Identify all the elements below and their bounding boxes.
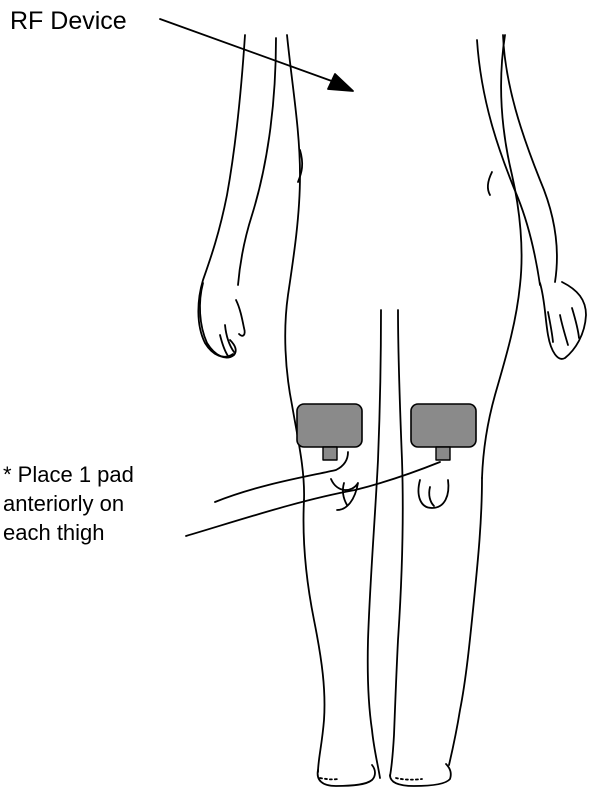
rf-device-arrow xyxy=(160,19,353,91)
feet xyxy=(318,764,451,786)
instruction-line-3: each thigh xyxy=(3,518,134,547)
rf-device-label: RF Device xyxy=(10,6,127,36)
right-thigh-pad xyxy=(411,404,476,460)
left-thigh-pad xyxy=(297,404,362,460)
instruction-line-2: anteriorly on xyxy=(3,489,134,518)
right-hand xyxy=(540,282,586,359)
instruction-line-1: * Place 1 pad xyxy=(3,460,134,489)
pad-placement-instruction: * Place 1 pad anteriorly on each thigh xyxy=(3,460,134,547)
right-arm xyxy=(477,35,557,285)
right-leg xyxy=(390,310,482,776)
left-leg xyxy=(303,310,381,778)
